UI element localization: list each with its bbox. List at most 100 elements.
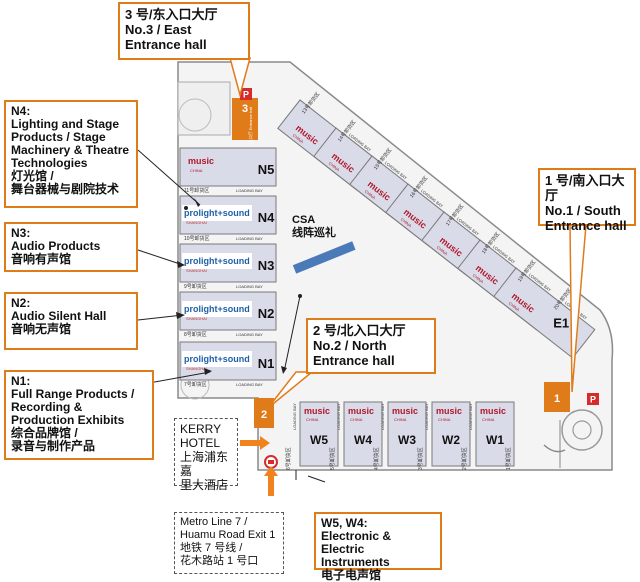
svg-text:2: 2 (261, 409, 267, 421)
brand-plate (182, 205, 252, 221)
china-tag: CHINA (482, 417, 495, 422)
china-tag: CHINA (472, 273, 485, 285)
music-china-logo: music (188, 156, 214, 166)
loading-bay-label: LOADING BAY (236, 382, 263, 387)
brand-plate (182, 351, 252, 367)
china-tag: CHINA (394, 417, 407, 422)
loading-bay-label: LOADING BAY (236, 284, 263, 289)
china-tag: CHINA (350, 417, 363, 422)
gate-label: 2号卸货区 (461, 447, 468, 470)
loading-bay-label: LOADING BAY (236, 188, 263, 193)
hall-name: W1 (486, 433, 504, 447)
shanghai-tag: SHANGHAI (186, 268, 207, 273)
loading-bay-label: LOADING BAY (236, 236, 263, 241)
prolight-sound-logo: prolight+sound (184, 354, 250, 364)
gate-label: 4号卸货区 (373, 447, 380, 470)
metro-box: Metro Line 7 / Huamu Road Exit 1 地铁 7 号线… (174, 512, 284, 574)
prolight-sound-logo: prolight+sound (184, 208, 250, 218)
n2-callout: N2: Audio Silent Hall 音响无声馆 (4, 292, 138, 350)
gate-label: 10号卸货区 (184, 235, 210, 242)
china-tag: CHINA (328, 161, 341, 173)
north-plaza (177, 81, 231, 136)
hall-name: N2 (258, 306, 275, 321)
loading-bay-label: LOADING BAY (292, 403, 297, 430)
w5w4-callout: W5, W4: Electronic & Electric Instrument… (314, 512, 442, 582)
china-tag: CHINA (190, 168, 203, 173)
n1-callout: N1: Full Range Products / Recording & Pr… (4, 370, 154, 460)
csa-line-array-area (292, 241, 356, 274)
roundabout (561, 409, 603, 451)
loading-bay-label: LOADING BAY (236, 332, 263, 337)
music-china-logo: music (304, 406, 330, 416)
gate-label: 5号卸货区 (329, 447, 336, 470)
china-tag: CHINA (438, 417, 451, 422)
china-tag: CHINA (364, 189, 377, 201)
gate-label: 1号卸货区 (505, 447, 512, 470)
music-china-logo: music (436, 406, 462, 416)
north-entrance-marker: 2 (254, 398, 274, 428)
hall-block (431, 401, 471, 467)
loading-bay-label: LOADING BAY (380, 403, 385, 430)
svg-text:P: P (243, 90, 249, 100)
north-callout-tail (267, 371, 315, 409)
shanghai-tag: SHANGHAI (186, 316, 207, 321)
gate-label: 8号卸货区 (184, 331, 207, 338)
svg-text:1: 1 (554, 393, 560, 405)
china-tag: CHINA (400, 217, 413, 229)
south-entrance-callout: 1 号/南入口大厅 No.1 / South Entrance hall (538, 168, 636, 233)
prolight-sound-logo: prolight+sound (184, 256, 250, 266)
hall-e1: musicCHINAE1LOADING BAY (493, 267, 596, 359)
kerry-hotel-box: KERRY HOTEL 上海浦东嘉 里大酒店 (174, 418, 238, 492)
hall-name: N3 (258, 258, 275, 273)
music-china-logo: music (392, 406, 418, 416)
brand-plate (182, 253, 252, 269)
hall-name: E1 (553, 316, 569, 331)
svg-text:P: P (590, 395, 596, 405)
china-tag: CHINA (306, 417, 319, 422)
hall-block (343, 401, 383, 467)
gate-label: 11号卸货区 (184, 187, 209, 194)
hall-name: N4 (258, 210, 275, 225)
east-entrance-marker: 3 入口厅 Entrance hall (232, 98, 258, 143)
hall-block (493, 267, 596, 359)
north-entrance-callout: 2 号/北入口大厅 No.2 / North Entrance hall (306, 318, 436, 374)
svg-text:3: 3 (242, 103, 248, 115)
hall-block (387, 401, 427, 467)
gate-label: 7号卸货区 (184, 381, 207, 388)
music-china-logo: music (480, 406, 506, 416)
hall-block (179, 147, 277, 187)
hall-name: N1 (258, 356, 275, 371)
shanghai-tag: SHANGHAI (186, 366, 207, 371)
svg-text:入口厅 Entrance hall: 入口厅 Entrance hall (248, 107, 253, 144)
parking-icon-south (587, 393, 599, 405)
loading-bay-label: LOADING BAY (336, 403, 341, 430)
gate-label: 9号卸货区 (184, 283, 207, 290)
china-tag: CHINA (292, 133, 305, 145)
brand-plate (182, 301, 252, 317)
hall-name: W3 (398, 433, 416, 447)
shanghai-tag: SHANGHAI (186, 220, 207, 225)
walk-arrows (240, 436, 278, 496)
n3-callout: N3: Audio Products 音响有声馆 (4, 222, 138, 272)
hall-name: W4 (354, 433, 372, 447)
loading-bay-label: LOADING BAY (468, 403, 473, 430)
china-tag: CHINA (436, 245, 449, 257)
n4-callout: N4: Lighting and Stage Products / Stage … (4, 100, 138, 208)
parking-icon (240, 88, 252, 100)
music-china-logo: music (348, 406, 374, 416)
east-entrance-callout: 3 号/东入口大厅 No.3 / East Entrance hall (118, 2, 250, 60)
hall-name: W2 (442, 433, 460, 447)
hall-name: N5 (258, 162, 275, 177)
south-entrance-marker: 1 (544, 382, 570, 412)
